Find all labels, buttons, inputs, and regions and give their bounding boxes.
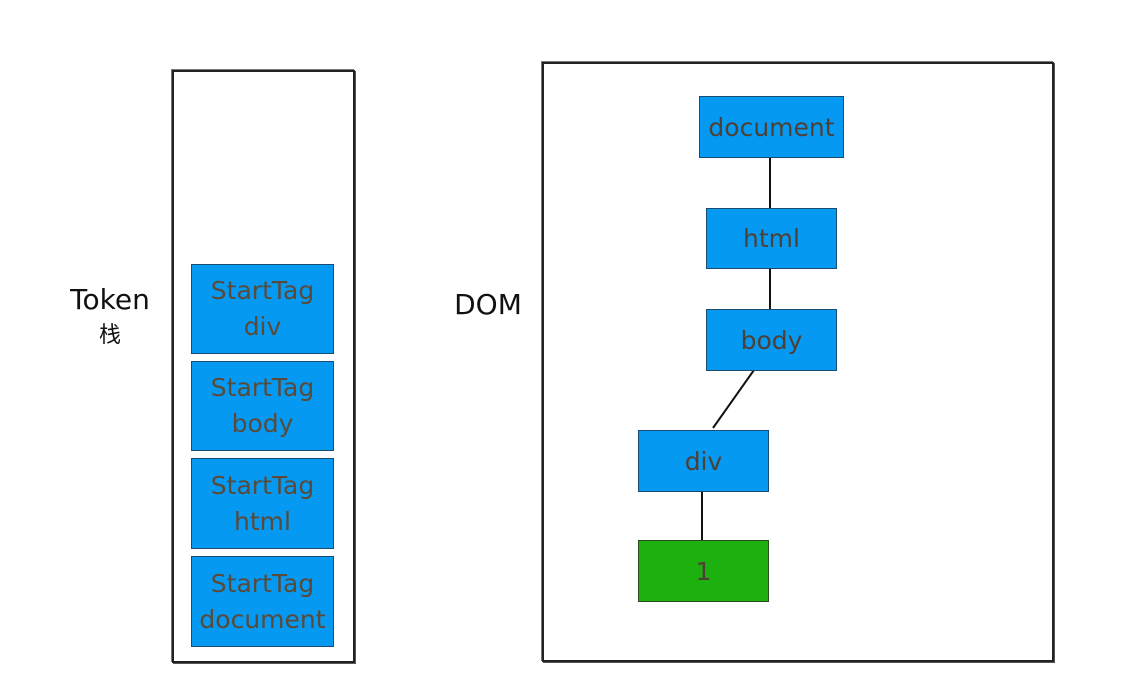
- dom-node-div: div: [638, 430, 769, 492]
- stack-item-line1: StartTag: [210, 276, 315, 305]
- stack-item-html: StartTag html: [191, 458, 334, 549]
- stack-item-line2: div: [243, 312, 282, 341]
- stack-item-line2: document: [199, 604, 326, 634]
- dom-node-document: document: [699, 96, 844, 158]
- stack-item-line2: body: [231, 409, 294, 438]
- stack-item-body: StartTag body: [191, 361, 334, 451]
- token-label-line1: Token: [70, 283, 150, 316]
- token-label-line2: 栈: [98, 323, 121, 348]
- dom-node-body: body: [706, 309, 837, 371]
- dom-label: DOM: [454, 288, 522, 321]
- stack-item-line1: StartTag: [210, 568, 315, 598]
- dom-node-html: html: [706, 208, 837, 269]
- stack-item-line1: StartTag: [210, 373, 315, 402]
- dom-node-text: 1: [638, 540, 769, 602]
- stack-item-line1: StartTag: [210, 470, 315, 500]
- stack-item-div: StartTag div: [191, 264, 334, 354]
- stack-item-document: StartTag document: [191, 556, 334, 647]
- token-stack-label: Token 栈: [60, 282, 160, 354]
- stack-item-line2: html: [234, 506, 291, 536]
- dom-tree-frame: [542, 62, 1054, 662]
- token-stack-frame: [172, 70, 355, 663]
